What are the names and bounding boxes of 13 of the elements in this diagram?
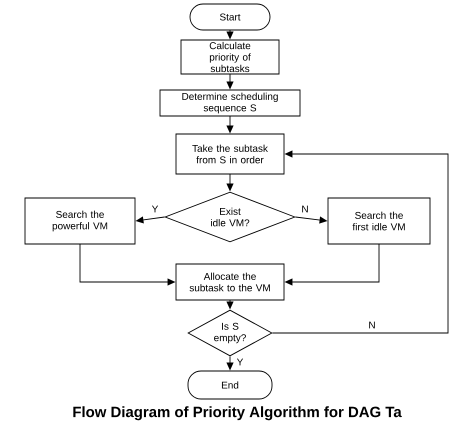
process-box: Search the powerful VM	[24, 198, 136, 244]
edge-label: Y	[152, 206, 158, 212]
edge-label: N	[302, 206, 308, 212]
end-terminal: End	[188, 370, 272, 400]
process-box: Search the first idle VM	[328, 198, 430, 244]
start-terminal: Start	[190, 4, 270, 30]
process-box: Determine scheduling sequence S	[160, 90, 300, 116]
edge-label: Y	[236, 358, 244, 366]
process-box: Calculate priority of subtasks	[180, 40, 280, 74]
process-box: Take the subtask from S in order	[176, 134, 284, 174]
edge-label: N	[369, 322, 375, 328]
caption: Flow Diagram of Priority Algorithm for DAG Ta	[73, 406, 402, 420]
process-box: Allocate the subtask to the VM	[176, 264, 284, 300]
